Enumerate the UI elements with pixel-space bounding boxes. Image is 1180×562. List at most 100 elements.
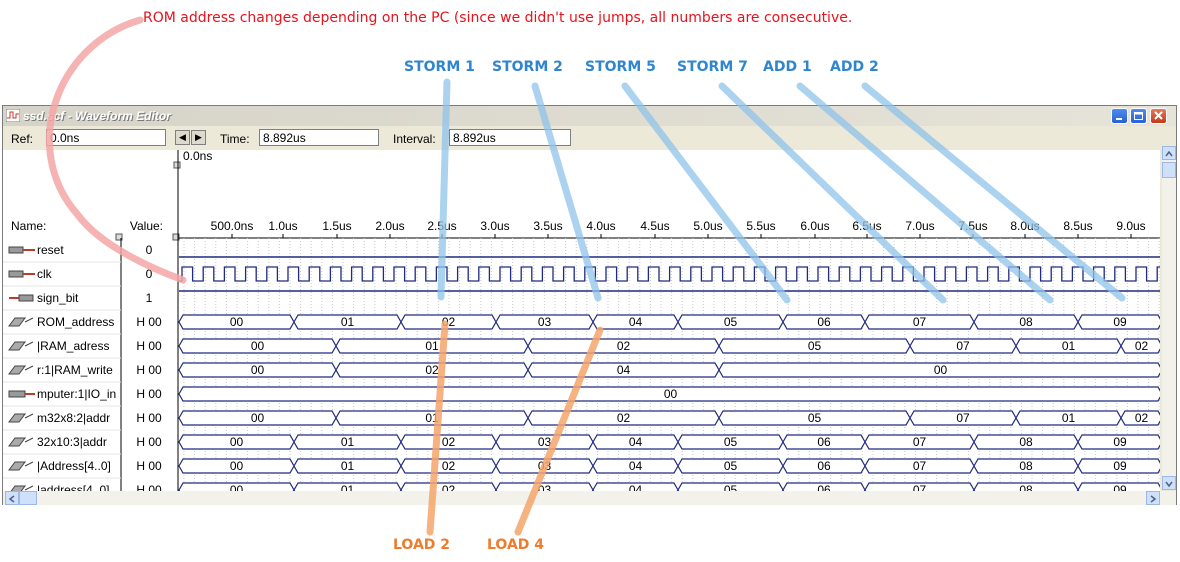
signal-value-1: 0 bbox=[146, 267, 153, 281]
ref-label: Ref: bbox=[11, 132, 34, 146]
horizontal-scroll-thumb[interactable] bbox=[19, 491, 37, 505]
signal-value-7: H 00 bbox=[136, 411, 162, 425]
signal-name-0[interactable]: reset bbox=[37, 243, 64, 257]
bus-value-label: 03 bbox=[538, 435, 552, 449]
time-tick-label: 8.0us bbox=[1010, 219, 1039, 233]
cursor-handle-top[interactable] bbox=[173, 161, 181, 169]
horizontal-scrollbar[interactable] bbox=[3, 491, 1176, 505]
node-icon-lead bbox=[24, 485, 34, 491]
bus-value-label: 01 bbox=[341, 483, 355, 491]
time-toolbar: Ref: 0.0ns ◀ ▶ Time: 8.892us Interval: 8… bbox=[3, 126, 1176, 150]
time-tick-label: 5.5us bbox=[746, 219, 775, 233]
maximize-button[interactable] bbox=[1130, 108, 1147, 124]
signal-name-2[interactable]: sign_bit bbox=[37, 291, 79, 305]
bus-value-label: 02 bbox=[442, 435, 456, 449]
bus-value-label: 06 bbox=[817, 483, 831, 491]
bus-value-label: 02 bbox=[442, 459, 456, 473]
time-tick-label: 3.5us bbox=[533, 219, 562, 233]
prev-transition-button[interactable]: ◀ bbox=[175, 130, 190, 145]
time-field[interactable]: 8.892us bbox=[259, 129, 379, 146]
bus-value-label: 04 bbox=[629, 459, 643, 473]
bus-value-label: 02 bbox=[442, 315, 456, 329]
add-2-label: ADD 2 bbox=[830, 59, 879, 75]
bus-value-label: 02 bbox=[617, 411, 631, 425]
node-icon-lead bbox=[24, 341, 34, 347]
time-tick-label: 1.5us bbox=[322, 219, 351, 233]
node-icon bbox=[8, 461, 26, 471]
next-transition-button[interactable]: ▶ bbox=[191, 130, 206, 145]
load-4-label: LOAD 4 bbox=[487, 537, 545, 553]
bus-value-label: 07 bbox=[913, 483, 927, 491]
signal-value-10: H 00 bbox=[136, 483, 162, 491]
bus-value-label: 04 bbox=[629, 315, 643, 329]
time-tick-label: 1.0us bbox=[268, 219, 297, 233]
value-column-header: Value: bbox=[130, 219, 163, 233]
bus-value-label: 07 bbox=[913, 435, 927, 449]
bus-input-icon bbox=[8, 390, 26, 398]
bus-value-label: 01 bbox=[341, 435, 355, 449]
signal-value-2: 1 bbox=[146, 291, 153, 305]
arrow-left-icon bbox=[8, 495, 15, 503]
bus-value-label: 02 bbox=[442, 483, 456, 491]
add-1-label: ADD 1 bbox=[763, 59, 812, 75]
signal-name-5[interactable]: r:1|RAM_write bbox=[37, 363, 113, 377]
scroll-right-button[interactable] bbox=[1146, 491, 1160, 505]
scroll-left-button[interactable] bbox=[5, 491, 19, 505]
bus-value-label: 00 bbox=[230, 483, 244, 491]
time-tick-label: 7.0us bbox=[905, 219, 934, 233]
bus-value-label: 01 bbox=[341, 459, 355, 473]
scroll-down-button[interactable] bbox=[1162, 476, 1176, 490]
title-bar[interactable]: ssd.scf - Waveform Editor bbox=[3, 106, 1176, 126]
bus-value-label: 02 bbox=[1135, 411, 1149, 425]
signal-value-6: H 00 bbox=[136, 387, 162, 401]
time-tick-label: 8.5us bbox=[1063, 219, 1092, 233]
node-icon bbox=[8, 413, 26, 423]
storm-5-label: STORM 5 bbox=[585, 59, 656, 75]
bus-value-label: 02 bbox=[425, 363, 439, 377]
vertical-scroll-thumb[interactable] bbox=[1162, 162, 1176, 178]
ref-field[interactable]: 0.0ns bbox=[46, 129, 166, 146]
signal-name-8[interactable]: 32x10:3|addr bbox=[37, 435, 107, 449]
scroll-up-button[interactable] bbox=[1162, 146, 1176, 160]
cursor-time-label: 0.0ns bbox=[183, 150, 212, 163]
storm-1-label: STORM 1 bbox=[404, 59, 475, 75]
signal-name-10[interactable]: |address[4..0] bbox=[37, 483, 110, 497]
bus-value-label: 06 bbox=[817, 459, 831, 473]
time-tick-label: 7.5us bbox=[958, 219, 987, 233]
vertical-scrollbar[interactable] bbox=[1162, 146, 1176, 490]
node-icon-lead bbox=[24, 365, 34, 371]
signal-name-6[interactable]: mputer:1|IO_in bbox=[37, 387, 116, 401]
signal-value-5: H 00 bbox=[136, 363, 162, 377]
bus-value-label: 03 bbox=[538, 483, 552, 491]
arrow-down-icon bbox=[1165, 481, 1173, 488]
bus-value-label: 07 bbox=[956, 411, 970, 425]
bus-value-label: 00 bbox=[934, 363, 948, 377]
node-icon-lead bbox=[24, 461, 34, 467]
interval-field[interactable]: 8.892us bbox=[449, 129, 571, 146]
time-tick-label: 3.0us bbox=[480, 219, 509, 233]
storm-7-label: STORM 7 bbox=[677, 59, 748, 75]
time-tick-label: 500.0ns bbox=[211, 219, 254, 233]
window-title: ssd.scf - Waveform Editor bbox=[23, 109, 171, 123]
bus-value-label: 06 bbox=[817, 315, 831, 329]
signal-name-3[interactable]: ROM_address bbox=[37, 315, 114, 329]
time-tick-label: 2.5us bbox=[427, 219, 456, 233]
bus-value-label: 09 bbox=[1113, 483, 1127, 491]
node-icon bbox=[8, 317, 26, 327]
signal-name-1[interactable]: clk bbox=[37, 267, 53, 281]
bus-value-label: 00 bbox=[230, 435, 244, 449]
signal-name-4[interactable]: |RAM_adress bbox=[37, 339, 109, 353]
signal-name-7[interactable]: m32x8:2|addr bbox=[37, 411, 110, 425]
bus-value-label: 05 bbox=[808, 411, 822, 425]
bus-value-label: 05 bbox=[724, 483, 738, 491]
bus-value-label: 00 bbox=[664, 387, 678, 401]
bus-value-label: 01 bbox=[341, 315, 355, 329]
bus-value-label: 01 bbox=[1062, 339, 1076, 353]
bus-value-label: 08 bbox=[1019, 315, 1033, 329]
signal-name-9[interactable]: |Address[4..0] bbox=[37, 459, 111, 473]
bus-value-label: 09 bbox=[1113, 435, 1127, 449]
bus-value-label: 08 bbox=[1019, 435, 1033, 449]
minimize-button[interactable] bbox=[1111, 108, 1128, 124]
close-button[interactable] bbox=[1150, 108, 1167, 124]
